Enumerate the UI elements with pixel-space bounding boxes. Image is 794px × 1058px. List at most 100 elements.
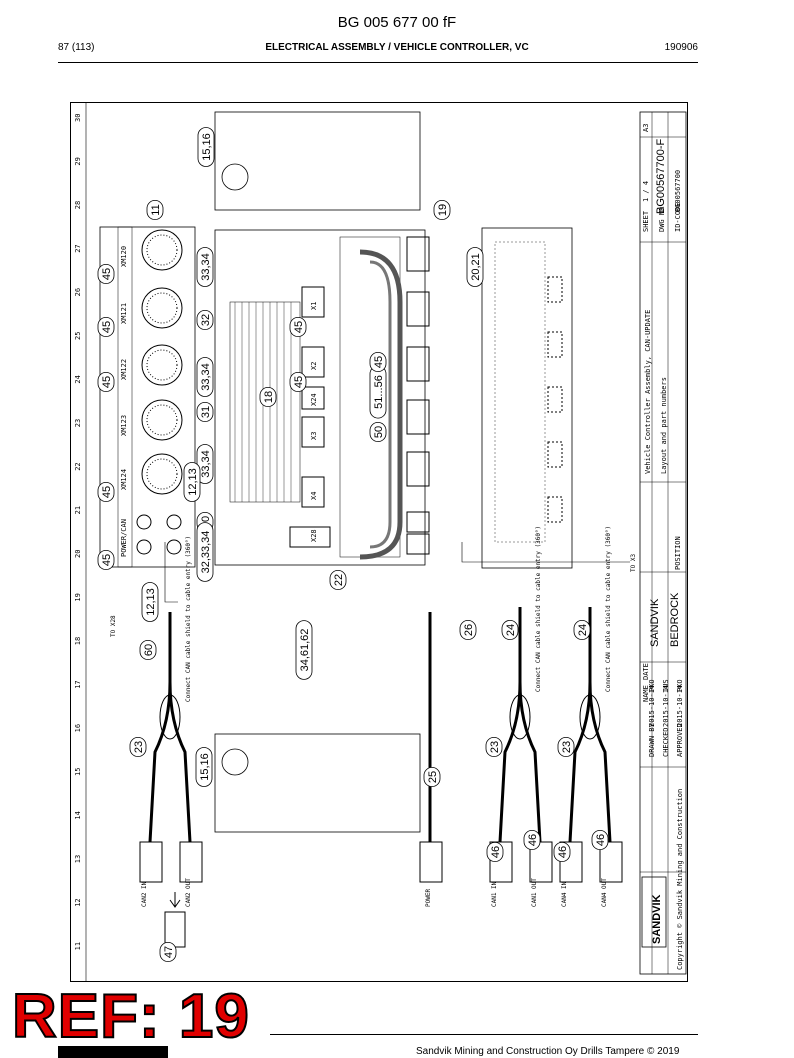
rev-date: 2015-10-14	[648, 685, 656, 727]
cable-assemblies	[139, 542, 630, 948]
callout: 46	[591, 829, 609, 851]
callout-label: 15,16	[201, 133, 213, 161]
section-title: ELECTRICAL ASSEMBLY / VEHICLE CONTROLLER…	[265, 42, 529, 53]
rev-header-name: NAME	[642, 685, 650, 702]
ruler-number: 21	[74, 506, 82, 514]
callout: 26	[459, 619, 477, 641]
callout-label: 46	[490, 846, 502, 858]
rev-name: JUS	[662, 679, 670, 692]
callout: 45	[97, 316, 115, 338]
callout-label: 45	[101, 554, 113, 566]
ruler-number: 11	[74, 942, 82, 950]
connector-labels: XM120XM121XM122XM123XM124POWER/CANX1X2X3…	[120, 246, 318, 557]
callout: 46	[553, 841, 571, 863]
callout-label: 22	[333, 574, 345, 586]
rev-name: PKO	[676, 679, 684, 692]
shield-note-2: Connect CAN cable shield to cable entry …	[535, 526, 542, 692]
ruler-number: 15	[74, 768, 82, 776]
connector-panel	[99, 226, 196, 568]
connector-board	[481, 227, 573, 569]
callout: 45	[97, 549, 115, 571]
callout: 12,13	[141, 582, 159, 622]
controller-housing	[214, 229, 426, 566]
callout: 18	[259, 386, 277, 408]
callout: 45	[289, 316, 307, 338]
callout-label: 23	[561, 741, 573, 753]
callout: 32	[196, 309, 214, 331]
drawing-frame	[70, 102, 688, 982]
callout: 47	[159, 941, 177, 963]
callout: 15,16	[197, 127, 215, 167]
ruler-number: 18	[74, 637, 82, 645]
callout-label: 45	[101, 486, 113, 498]
callout-label: 12,13	[145, 588, 157, 616]
ruler-number: 29	[74, 157, 82, 165]
rev-name: PKO	[648, 679, 656, 692]
ruler-number: 27	[74, 244, 82, 252]
page-number: 87 (113)	[58, 42, 95, 53]
label-can2-out: CAN2 OUT	[185, 878, 192, 907]
callout-label: 32	[200, 314, 212, 326]
label-can4-in: CAN4 IN	[561, 881, 568, 907]
sheet-label: SHEET	[642, 210, 650, 232]
rev-date: 2015-10-14	[676, 685, 684, 727]
connector-label: POWER/CAN	[120, 519, 128, 557]
ruler-number: 19	[74, 593, 82, 601]
company-name: SANDVIK	[649, 598, 661, 647]
callout: 33,34	[196, 444, 214, 484]
drawing-svg: 3029282726252423222120191817161514131211…	[70, 102, 688, 982]
copyright: Copyright © Sandvik Mining and Construct…	[676, 789, 684, 970]
document-id: BG 005 677 00 fF	[337, 14, 457, 31]
ruler-number: 14	[74, 811, 82, 819]
callout-label: 47	[163, 946, 175, 958]
callout-label: 24	[577, 624, 589, 636]
drawing-notes: TO X28 TO X3 Connect CAN cable shield to…	[110, 526, 637, 907]
ruler-number: 16	[74, 724, 82, 732]
rev-role: CHECKED	[662, 727, 670, 757]
callout: 45	[97, 371, 115, 393]
callout-label: 45	[101, 268, 113, 280]
callout: 46	[523, 829, 541, 851]
label-can1-out: CAN1 OUT	[531, 878, 538, 907]
callout-label: 45	[293, 321, 305, 333]
connector-label: XM122	[120, 359, 128, 380]
callout-label: 20,21	[470, 253, 482, 281]
connector-board-cells	[547, 276, 563, 523]
connector-label: X24	[310, 393, 318, 406]
ruler-number: 13	[74, 855, 82, 863]
label-power: POWER	[425, 889, 432, 907]
callout-label: 46	[557, 846, 569, 858]
callout: 51...56	[369, 365, 387, 419]
callout-label: 31	[200, 406, 212, 418]
callout: 32,33,34	[196, 522, 214, 582]
id-code: BG00567700	[674, 170, 682, 212]
revision-rows: DRAWN BY2015-10-14PKOCHECKED2015-10-14JU…	[648, 679, 684, 757]
rev-header-date: DATE	[642, 663, 650, 680]
heat-sink-fins	[234, 302, 292, 502]
callout: 45	[289, 371, 307, 393]
callout: 12,13	[183, 462, 201, 502]
connector-label: XM124	[120, 469, 128, 490]
note-to-x3: TO X3	[630, 554, 637, 572]
dwg-label: DWG NR	[658, 206, 666, 232]
dwg-number: BG00567700-F	[655, 139, 667, 214]
sandvik-logo: SANDVIK	[651, 894, 663, 944]
footer-rule	[270, 1034, 698, 1035]
heat-sink	[229, 301, 301, 503]
callout-label: 51...56	[373, 375, 385, 409]
rev-role: DRAWN BY	[648, 722, 656, 757]
sheet-value: 1 / 4	[642, 181, 650, 202]
ruler-number: 23	[74, 419, 82, 427]
callout: 25	[423, 766, 441, 788]
title-block: SHEET 1 / 4 A3 DWG NR BG00567700-F ID-CO…	[639, 111, 687, 975]
rev-role: APPROVED	[676, 723, 684, 757]
callout-label: 23	[489, 741, 501, 753]
connector-label: X4	[310, 492, 318, 500]
connector-label: X1	[310, 302, 318, 310]
ruler-number: 30	[74, 114, 82, 122]
label-can1-in: CAN1 IN	[491, 881, 498, 907]
ruler-number: 20	[74, 550, 82, 558]
